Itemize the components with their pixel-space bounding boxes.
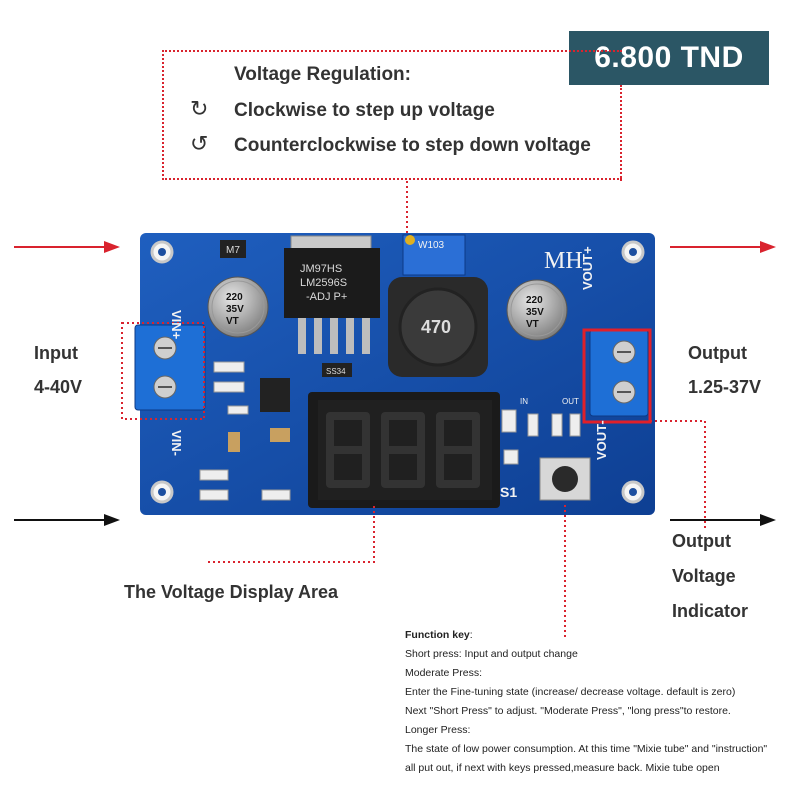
input-highlight-box <box>121 322 205 420</box>
function-key-line: all put out, if next with keys pressed,m… <box>405 762 720 774</box>
silk-s1: S1 <box>500 484 517 500</box>
silk-vout-minus: VOUT- <box>594 420 609 460</box>
chip-marking-3: -ADJ P+ <box>306 291 347 303</box>
output-capacitor <box>506 279 568 341</box>
function-key-line: The state of low power consumption. At t… <box>405 743 768 755</box>
output-arrow-black <box>670 514 776 526</box>
silk-vin-minus: VIN- <box>169 430 184 456</box>
inductor <box>388 277 488 377</box>
callout-lines <box>205 181 706 640</box>
clockwise-text: Clockwise to step up voltage <box>234 100 495 121</box>
regulation-title: Voltage Regulation: <box>234 64 411 85</box>
indicator-label-3: Indicator <box>672 601 749 621</box>
input-arrow-black <box>14 514 120 526</box>
input-label: Input <box>34 343 78 363</box>
regulation-callout-box <box>162 50 622 180</box>
silk-in: IN <box>520 397 528 406</box>
output-arrow-red <box>670 241 776 253</box>
input-range: 4-40V <box>34 377 83 397</box>
regulation-callout-right-edge <box>620 85 622 181</box>
smd-components <box>199 240 581 501</box>
silk-ss34: SS34 <box>326 367 346 376</box>
price-tag: 6.800 TND <box>569 31 769 85</box>
function-push-button <box>539 457 591 501</box>
silk-m7: M7 <box>226 245 240 256</box>
silk-vin-plus: VIN+ <box>169 310 184 340</box>
silk-out: OUT <box>562 397 579 406</box>
function-key-line: Moderate Press: <box>405 667 483 679</box>
counterclockwise-text: Counterclockwise to step down voltage <box>234 135 591 156</box>
lm2596-chip <box>284 248 380 318</box>
chip-marking-2: LM2596S <box>300 277 347 289</box>
output-range: 1.25-37V <box>688 377 762 397</box>
input-arrow-red <box>14 241 120 253</box>
cap2-marking-3: VT <box>526 319 539 330</box>
cap2-marking-2: 35V <box>526 307 544 318</box>
cap-marking-3: VT <box>226 316 239 327</box>
clockwise-icon: ↻ <box>190 96 209 121</box>
counterclockwise-icon: ↺ <box>190 131 209 156</box>
brand-mark: MH <box>544 248 583 274</box>
cap2-marking-1: 220 <box>526 295 543 306</box>
indicator-label-2: Voltage <box>672 566 736 586</box>
potentiometer <box>402 234 466 276</box>
input-capacitor <box>207 276 269 338</box>
display-digits <box>326 412 480 488</box>
function-key-notes: Function key: Short press: Input and out… <box>405 626 795 778</box>
mounting-holes <box>150 240 645 504</box>
function-key-line: Longer Press: <box>405 724 471 736</box>
cap-marking-1: 220 <box>226 292 243 303</box>
function-key-title-row: Function key: <box>405 626 795 645</box>
chip-marking-1: JM97HS <box>300 263 342 275</box>
chip-pins <box>298 318 370 354</box>
function-key-colon: : <box>469 629 473 641</box>
function-key-title: Function key <box>405 629 470 641</box>
display-area-label: The Voltage Display Area <box>124 582 339 602</box>
cap-marking-2: 35V <box>226 304 244 315</box>
function-key-line: Short press: Input and output change <box>405 648 578 660</box>
function-key-line: Enter the Fine-tuning state (increase/ d… <box>405 686 736 698</box>
inductor-marking: 470 <box>421 317 451 337</box>
function-key-line: Next "Short Press" to adjust. "Moderate … <box>405 705 731 717</box>
indicator-label-1: Output <box>672 531 731 551</box>
output-highlight-box <box>582 328 652 424</box>
output-label: Output <box>688 343 747 363</box>
silk-vout-plus: VOUT+ <box>580 246 595 290</box>
silk-pot: W103 <box>418 240 445 251</box>
